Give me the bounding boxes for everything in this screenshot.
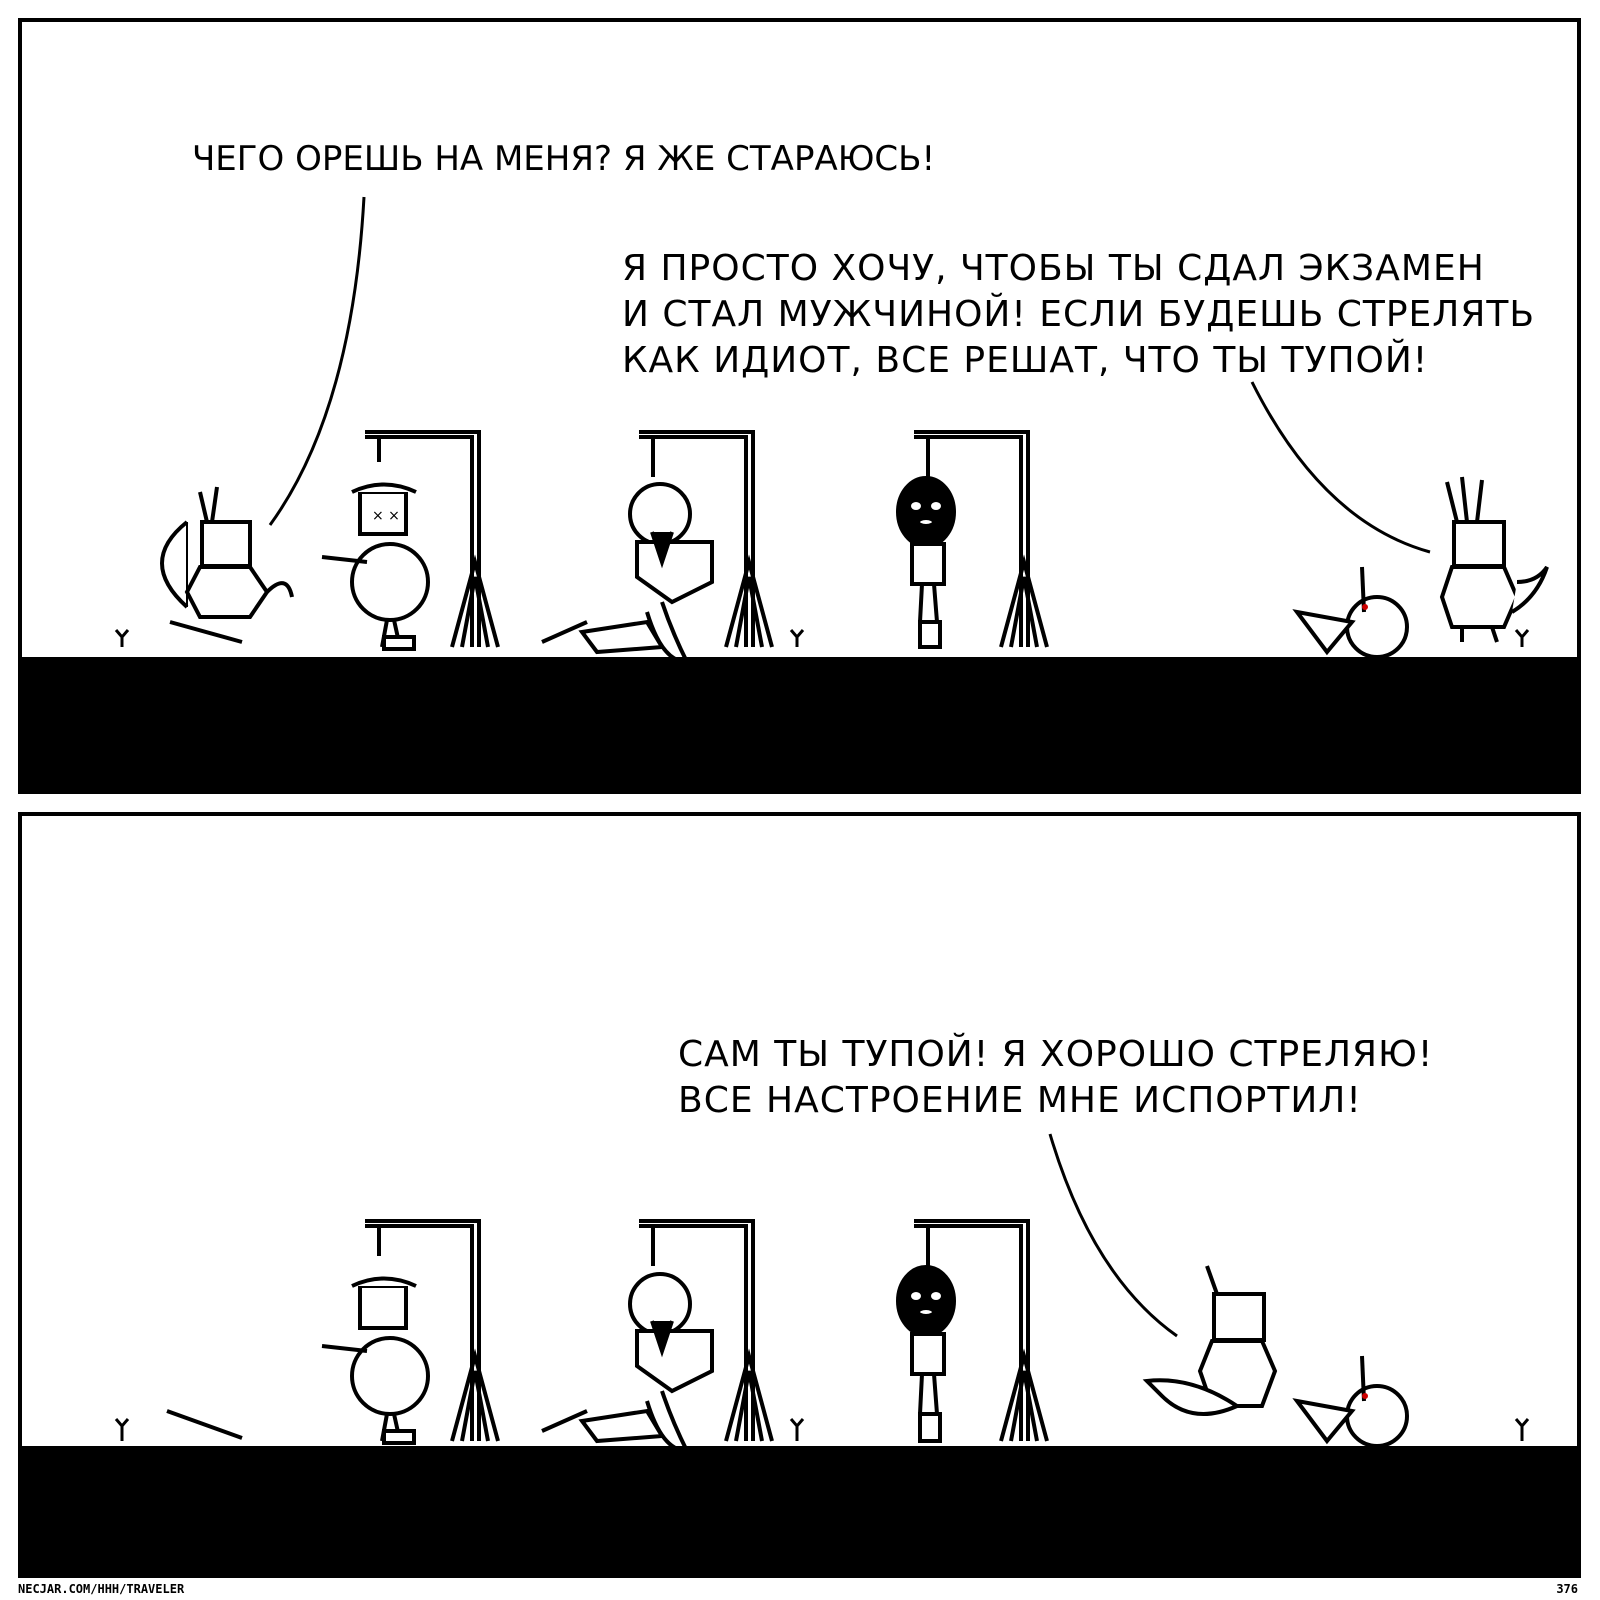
gallows-2 — [639, 1219, 774, 1442]
gallows-2 — [639, 430, 774, 648]
speech-tail-1 — [268, 196, 366, 526]
hanged-character-1 — [321, 1276, 430, 1445]
sprout-3 — [1514, 629, 1530, 647]
sprout-1 — [114, 1418, 130, 1441]
archer-character-walking — [1142, 1265, 1278, 1416]
footer-site-url: NECJAR.COM/HHH/TRAVELER — [18, 1582, 185, 1596]
comic-panel-2 — [18, 812, 1581, 1578]
hanged-character-2 — [541, 482, 714, 665]
speech-line: И СТАЛ МУЖЧИНОЙ! ЕСЛИ БУДЕШЬ СТРЕЛЯТЬ — [622, 294, 1536, 335]
hanged-character-1: × × — [321, 482, 430, 651]
gallows-3 — [914, 430, 1049, 648]
speech-bubble-3: САМ ТЫ ТУПОЙ! Я ХОРОШО СТРЕЛЯЮ! ВСЕ НАСТ… — [678, 1032, 1433, 1124]
archer-character-right — [1439, 476, 1549, 643]
speech-tail-3 — [1048, 1133, 1178, 1338]
svg-text:× ×: × × — [372, 508, 400, 524]
hanged-character-3 — [896, 476, 956, 649]
panel-1-scene: × × — [114, 139, 1549, 665]
hanged-character-3 — [896, 1265, 956, 1443]
speech-line: КАК ИДИОТ, ВСЕ РЕШАТ, ЧТО ТЫ ТУПОЙ! — [622, 340, 1429, 381]
speech-line: САМ ТЫ ТУПОЙ! Я ХОРОШО СТРЕЛЯЮ! — [678, 1034, 1434, 1075]
ground — [22, 657, 1577, 790]
fallen-target-character — [1292, 566, 1409, 659]
sprout-1 — [114, 629, 130, 647]
speech-line: ВСЕ НАСТРОЕНИЕ МНЕ ИСПОРТИЛ! — [678, 1080, 1362, 1121]
footer-page-number: 376 — [1556, 1582, 1578, 1596]
sprout-2 — [789, 1418, 805, 1441]
panel-2-scene — [114, 1133, 1530, 1454]
sprout-2 — [789, 629, 805, 647]
gallows-1 — [365, 1219, 500, 1442]
comic-panel-1: × × — [18, 18, 1581, 794]
speech-tail-2 — [1250, 381, 1431, 554]
speech-line: Я ПРОСТО ХОЧУ, ЧТОБЫ ТЫ СДАЛ ЭКЗАМЕН — [622, 248, 1485, 289]
speech-bubble-2: Я ПРОСТО ХОЧУ, ЧТОБЫ ТЫ СДАЛ ЭКЗАМЕН И С… — [622, 246, 1535, 384]
stray-arrow — [166, 1409, 243, 1440]
ground — [22, 1446, 1577, 1574]
fallen-target-character — [1292, 1355, 1409, 1448]
archer-character-left — [160, 486, 294, 644]
gallows-3 — [914, 1219, 1049, 1442]
speech-text-1-1: ЧЕГО ОРЕШЬ НА МЕНЯ? Я ЖЕ СТАРАЮСЬ! — [192, 139, 935, 179]
gallows-1 — [365, 430, 500, 648]
sprout-3 — [1514, 1418, 1530, 1441]
hanged-character-2 — [541, 1272, 714, 1454]
